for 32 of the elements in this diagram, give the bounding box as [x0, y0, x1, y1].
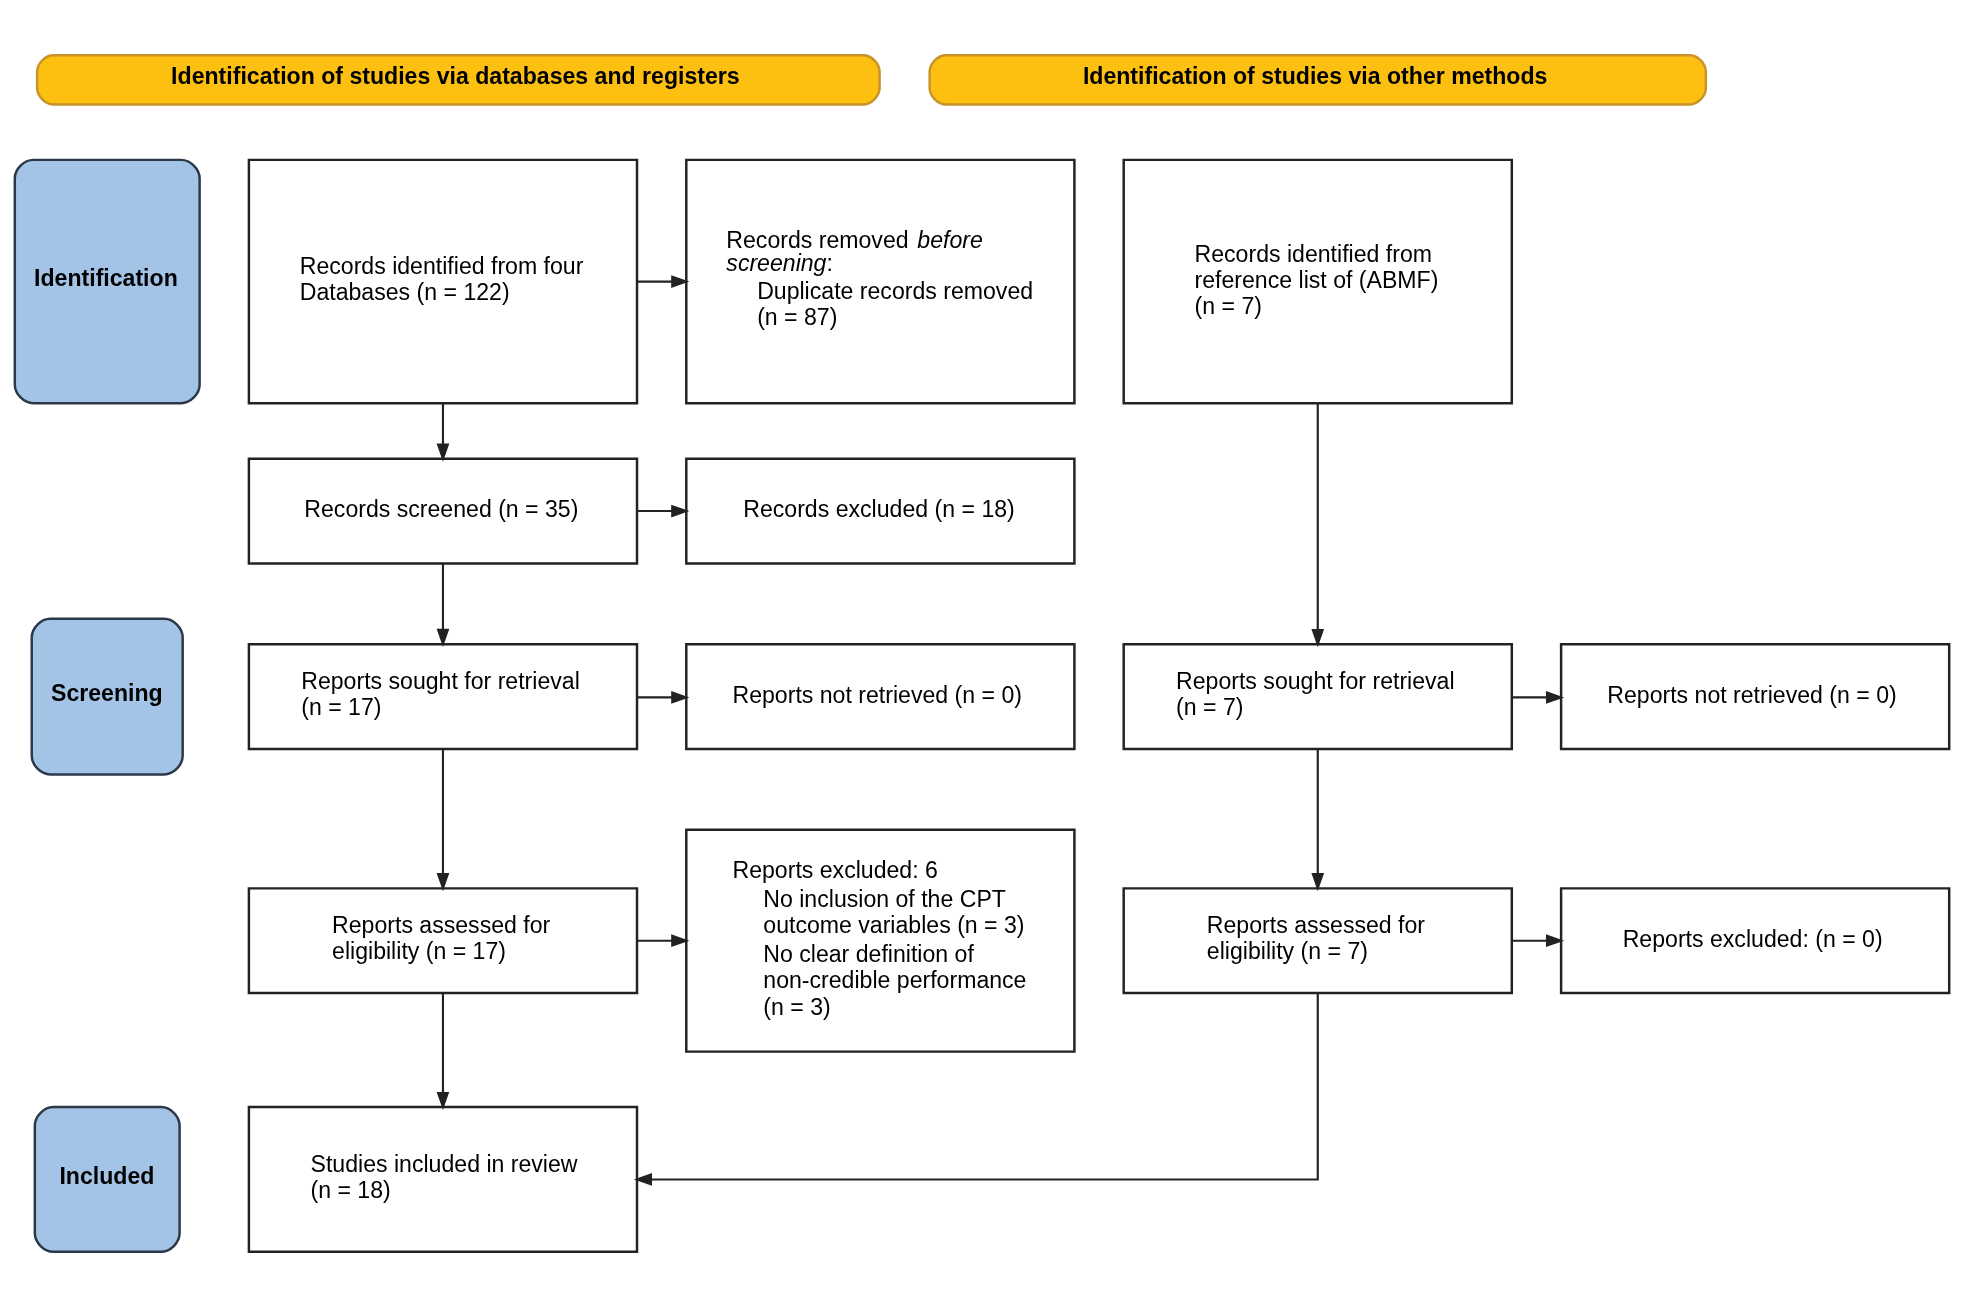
arrow — [637, 933, 690, 947]
arrow — [637, 274, 690, 288]
arrow — [1512, 690, 1565, 704]
arrow — [637, 504, 690, 517]
node-box: Records screened (n = 35) — [247, 456, 639, 565]
arrow — [633, 992, 1319, 1186]
node-box: Reports sought for retrieval (n = 17) — [247, 642, 639, 750]
node-box: Identification — [13, 158, 201, 404]
node-box: Records excluded (n = 18) — [685, 456, 1076, 565]
arrow — [1311, 748, 1325, 891]
node-box: Reports assessed for eligibility (n = 17) — [247, 886, 639, 994]
arrow — [436, 748, 450, 891]
node-box: Records removed before screening: Duplicate records removed (n = 87) — [685, 158, 1076, 404]
node-box: Reports excluded: (n = 0) — [1559, 886, 1951, 994]
node-box: Identification of studies via other methods — [928, 53, 1708, 106]
node-box: Screening — [30, 617, 184, 776]
node-box: Reports sought for retrieval (n = 7) — [1122, 642, 1514, 750]
arrow — [436, 563, 450, 647]
node-box: Identification of studies via databases and registers — [35, 53, 881, 106]
arrow — [637, 690, 690, 704]
node-box: Reports assessed for eligibility (n = 7) — [1122, 886, 1514, 994]
node-box: Records identified from four Databases (n = 122) — [247, 158, 639, 404]
node-box: Included — [33, 1105, 181, 1253]
node-box: Reports excluded: 6 No inclusion of the CPT outcome variables (n = 3) No clear definition of non-credible performance (n = 3) — [685, 828, 1076, 1053]
node-box: Reports not retrieved (n = 0) — [685, 642, 1076, 750]
node-box: Reports not retrieved (n = 0) — [1559, 642, 1951, 750]
arrow — [1311, 402, 1325, 647]
arrow — [436, 992, 450, 1110]
arrow — [436, 403, 450, 462]
node-box: Studies included in review (n = 18) — [247, 1105, 639, 1253]
arrow — [1512, 933, 1565, 947]
node-box: Records identified from reference list of (ABMF) (n = 7) — [1122, 158, 1514, 404]
